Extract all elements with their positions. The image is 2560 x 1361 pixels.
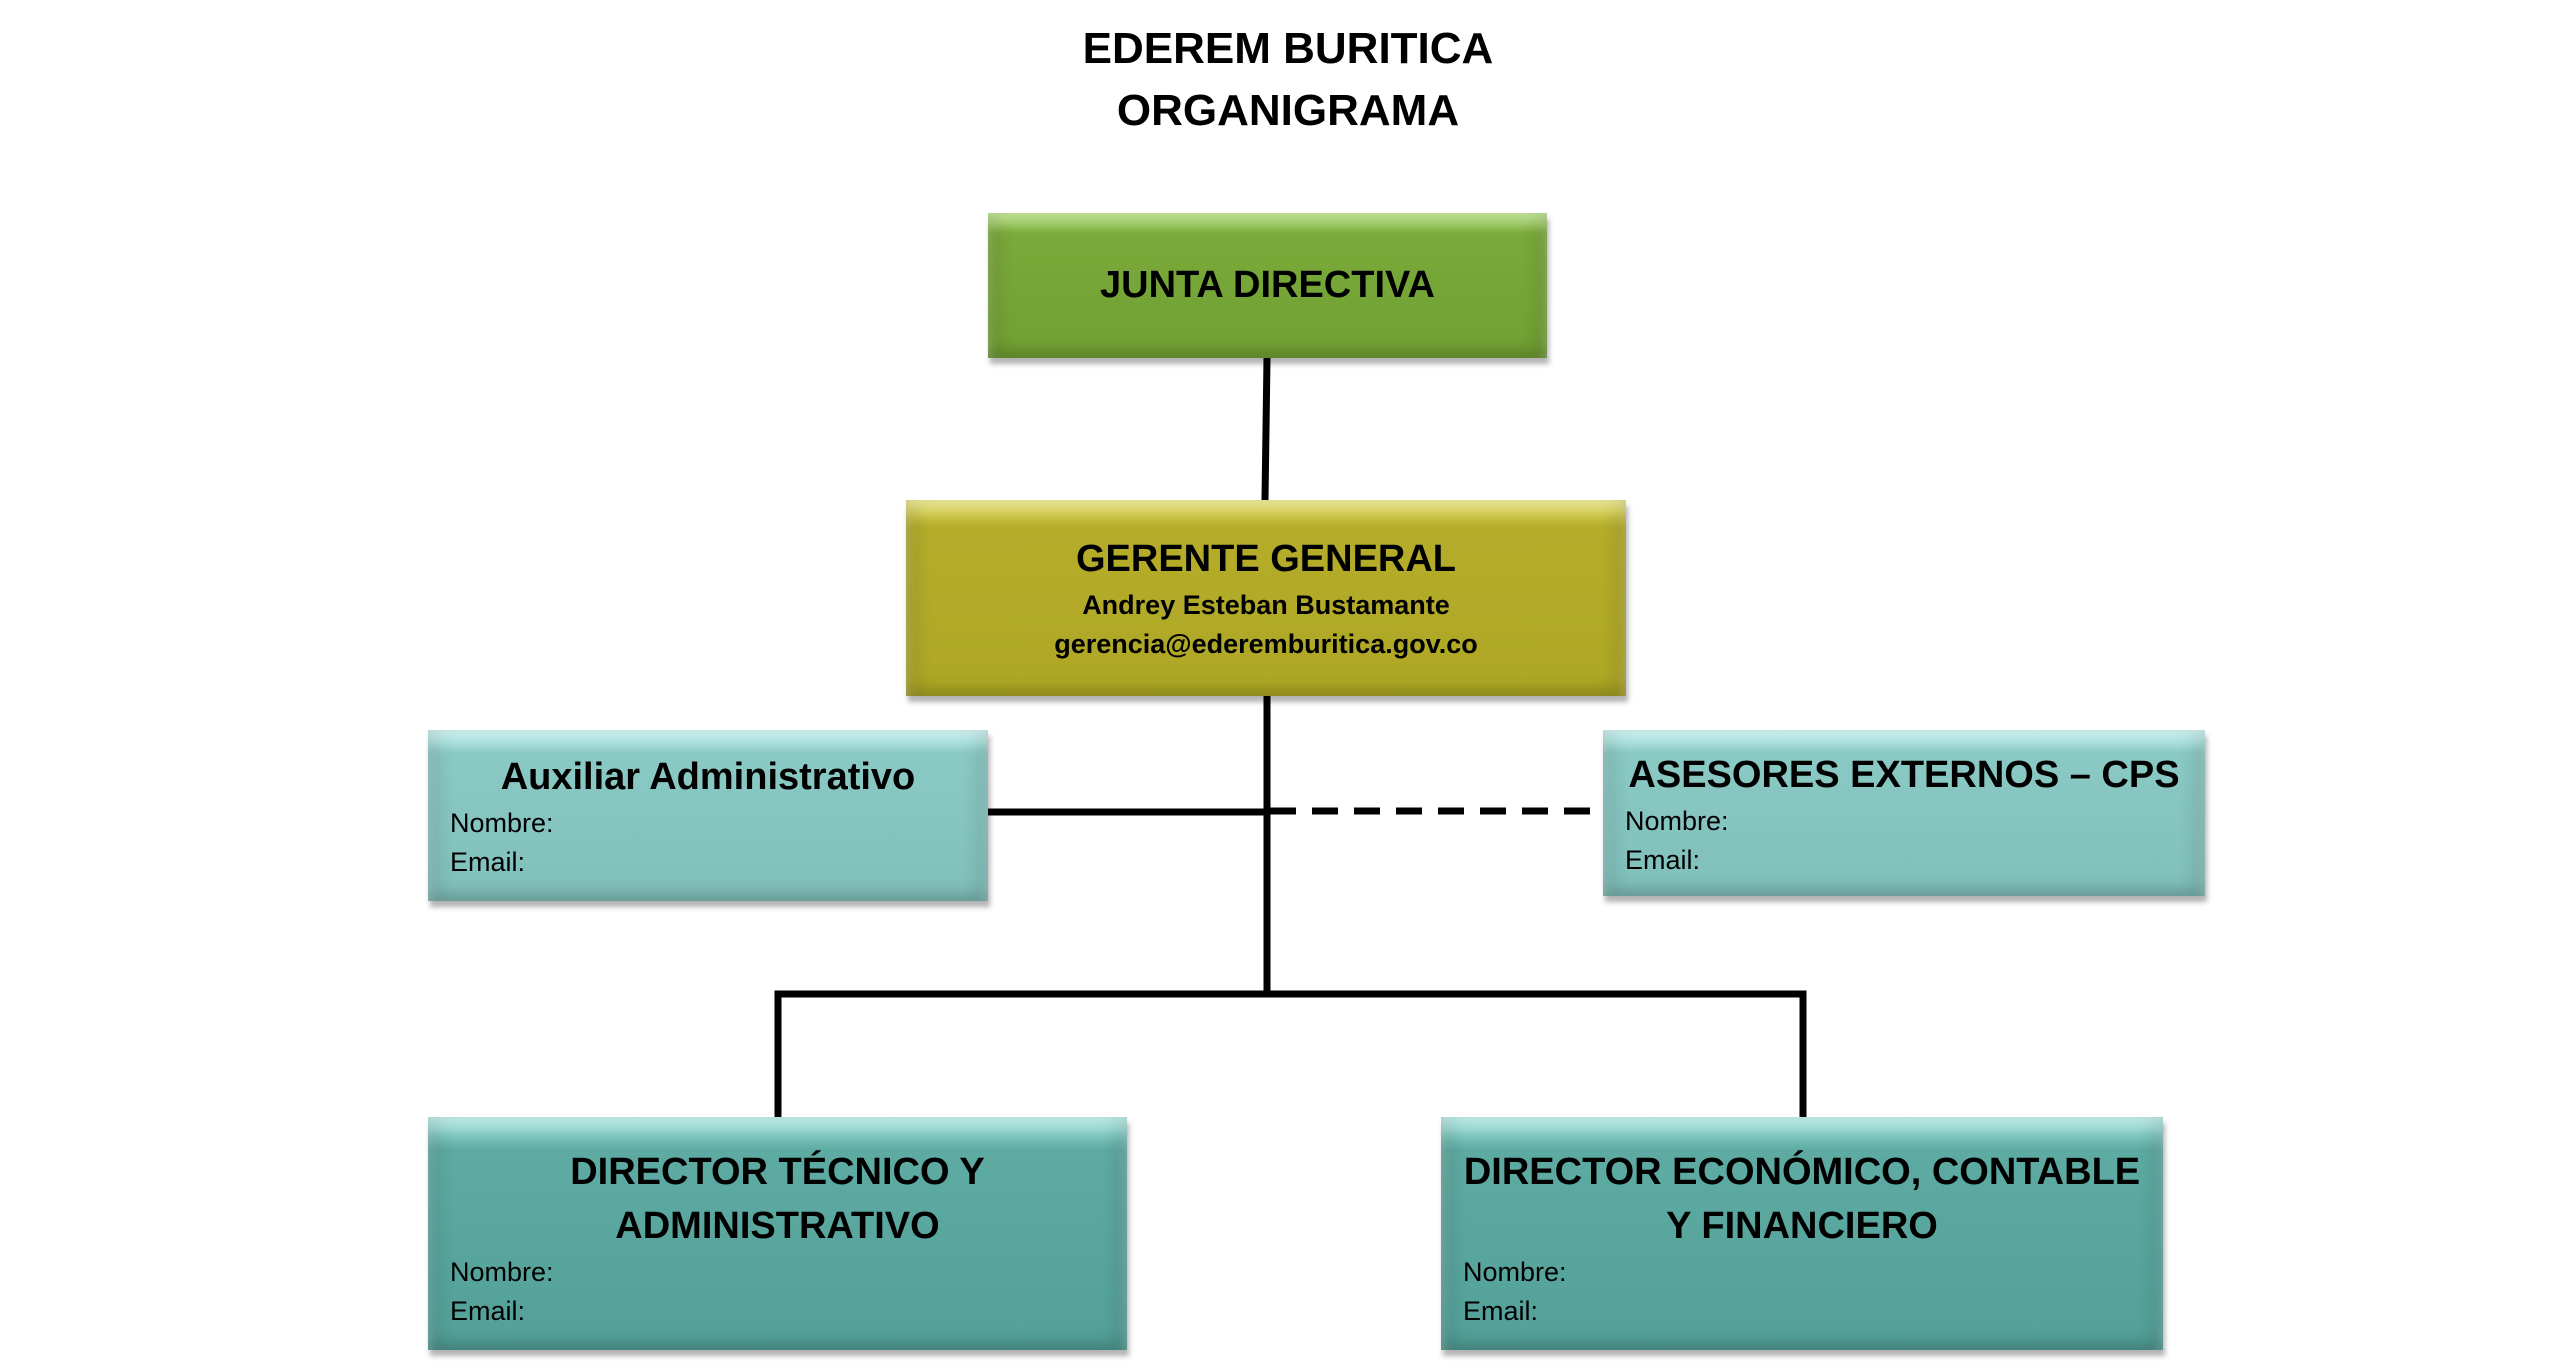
connector-directors <box>774 990 1807 1117</box>
node-junta-directiva[interactable]: JUNTA DIRECTIVA <box>988 213 1547 358</box>
email-label: Email: <box>1625 845 1701 875</box>
nombre-label: Nombre: <box>1463 1257 1567 1287</box>
node-director-tecnico[interactable]: DIRECTOR TÉCNICO Y ADMINISTRATIVO Nombre… <box>428 1117 1127 1350</box>
node-asesores-externos[interactable]: ASESORES EXTERNOS – CPS Nombre: Email: <box>1603 730 2205 896</box>
title-line-1: EDEREM BURITICA <box>1082 24 1494 73</box>
node-title-line-1: DIRECTOR TÉCNICO Y <box>570 1151 985 1193</box>
page-title: EDEREM BURITICA ORGANIGRAMA <box>0 18 2560 142</box>
nombre-label: Nombre: <box>450 808 554 838</box>
gerente-email[interactable]: gerencia@ederemburitica.gov.co <box>1054 629 1478 659</box>
email-label: Email: <box>450 1296 526 1326</box>
node-title-line-1: DIRECTOR ECONÓMICO, CONTABLE <box>1463 1151 2141 1193</box>
gerente-name: Andrey Esteban Bustamante <box>1082 590 1450 620</box>
connector-junta-gerente <box>1261 357 1271 501</box>
email-label: Email: <box>1463 1296 1539 1326</box>
node-title: Auxiliar Administrativo <box>500 756 916 798</box>
email-label: Email: <box>450 847 526 877</box>
node-title: ASESORES EXTERNOS – CPS <box>1628 754 2180 796</box>
title-line-2: ORGANIGRAMA <box>1116 86 1460 135</box>
node-title-line-2: Y FINANCIERO <box>1666 1205 1938 1247</box>
node-title: JUNTA DIRECTIVA <box>1100 264 1435 306</box>
node-auxiliar-administrativo[interactable]: Auxiliar Administrativo Nombre: Email: <box>428 730 988 901</box>
node-title-line-2: ADMINISTRATIVO <box>615 1205 940 1247</box>
node-gerente-general[interactable]: GERENTE GENERAL Andrey Esteban Bustamant… <box>906 500 1626 696</box>
node-title: GERENTE GENERAL <box>1075 538 1457 580</box>
nombre-label: Nombre: <box>450 1257 554 1287</box>
node-director-economico[interactable]: DIRECTOR ECONÓMICO, CONTABLE Y FINANCIER… <box>1441 1117 2163 1350</box>
nombre-label: Nombre: <box>1625 806 1729 836</box>
